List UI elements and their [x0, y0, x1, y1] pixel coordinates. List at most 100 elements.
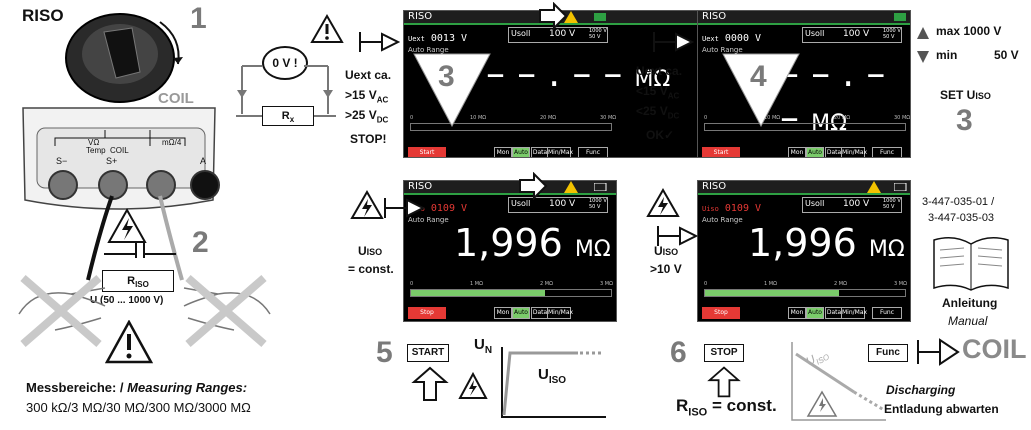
rotary-knob[interactable]	[60, 12, 195, 104]
usoll-opt-min: 50 V	[589, 34, 601, 40]
minmax-softkey[interactable]: Min/Max	[841, 307, 867, 319]
reading-unit: MΩ	[574, 237, 611, 262]
usoll-label: Usoll	[511, 199, 531, 208]
arrow-into-screen-icon	[653, 32, 694, 52]
auto-softkey[interactable]: Auto	[806, 307, 824, 319]
auto-softkey[interactable]: Auto	[512, 307, 530, 319]
uiso-label: Uiso	[702, 205, 719, 213]
bar-scale	[704, 289, 906, 297]
step5-const: = const.	[348, 262, 394, 276]
battery-icon	[894, 183, 907, 191]
mon-softkey[interactable]: Mon	[494, 307, 512, 319]
minmax-softkey[interactable]: Min/Max	[841, 147, 867, 157]
tick-2: 2 MΩ	[834, 281, 847, 287]
status-warning-icon	[564, 11, 578, 23]
min-value: 50 V	[994, 48, 1019, 62]
step6-uiso-sub: ISO	[662, 247, 679, 257]
status-warning-icon	[564, 181, 578, 193]
mon-softkey[interactable]: Mon	[494, 147, 512, 157]
reading-value: 1,996	[748, 221, 857, 265]
down-triangle-icon[interactable]	[916, 50, 930, 64]
cone-pointer-icon	[722, 53, 800, 128]
func-softkey[interactable]: Func	[872, 307, 902, 319]
tick-0: 0	[410, 115, 414, 121]
jack-a[interactable]	[190, 170, 220, 200]
usoll-label: Usoll	[511, 29, 531, 38]
start-softkey[interactable]: Start	[408, 147, 446, 157]
data-softkey[interactable]: Data	[825, 307, 843, 319]
func-button[interactable]: Func	[868, 344, 908, 362]
max-label: max 1000 V	[936, 24, 1002, 38]
un-sub: N	[484, 345, 493, 356]
auto-softkey[interactable]: Auto	[512, 147, 530, 157]
jack-s-minus[interactable]	[48, 170, 78, 200]
riso-resistor-label: R	[127, 275, 136, 287]
bar-fill	[411, 290, 545, 296]
ranges-values: 300 kΩ/3 MΩ/30 MΩ/300 MΩ/3000 MΩ	[26, 400, 251, 415]
start-button[interactable]: START	[407, 344, 449, 362]
un-label: UN	[474, 336, 492, 356]
auto-range: Auto Range	[702, 216, 743, 224]
step4-uext: Uext ca.	[636, 64, 683, 78]
up-triangle-icon[interactable]	[916, 26, 930, 40]
set-uiso-label: SET UISO	[940, 88, 991, 102]
auto-softkey[interactable]: Auto	[806, 147, 824, 157]
stop-button[interactable]: STOP	[704, 344, 744, 362]
step5-uiso-label: U	[358, 244, 367, 258]
flash-arrow-icon	[519, 172, 548, 200]
tick-0: 0	[704, 281, 708, 287]
step5-uiso-sub: ISO	[366, 247, 383, 257]
manual-anleitung: Anleitung	[942, 296, 998, 310]
func-softkey[interactable]: Func	[872, 147, 902, 157]
tick-3: 30 MΩ	[600, 115, 617, 121]
func-softkey[interactable]: Func	[578, 147, 608, 157]
step-number-5: 5	[376, 336, 393, 369]
reading-value: 1,996	[454, 221, 563, 265]
rx-resistor: Rx	[262, 106, 314, 126]
battery-icon	[594, 13, 606, 21]
battery-icon	[594, 183, 607, 191]
uext-readout: Uext 0013 V	[408, 33, 467, 44]
minmax-softkey[interactable]: Min/Max	[547, 307, 573, 319]
step3-stop: STOP!	[350, 132, 387, 146]
hazard-bolt-icon	[646, 188, 680, 217]
uiso-graph-sub: ISO	[548, 375, 567, 386]
hand-right-icon	[183, 274, 271, 348]
step4-ac: <15 VAC	[636, 84, 679, 100]
jack-s-plus[interactable]	[98, 170, 128, 200]
usoll-opt-max: 1000 V	[589, 28, 607, 34]
screen-topbar	[404, 181, 616, 195]
tick-2: 20 MΩ	[540, 115, 557, 121]
start-softkey[interactable]: Start	[702, 147, 740, 157]
step4-dc: <25 VDC	[636, 104, 679, 120]
stop-softkey[interactable]: Stop	[702, 307, 740, 319]
bar-scale	[704, 123, 906, 131]
set-uiso-text: SET U	[940, 88, 976, 102]
voltage-range: U (50 ... 1000 V)	[90, 295, 164, 306]
mon-softkey[interactable]: Mon	[788, 147, 806, 157]
step4-dc-value: <25 V	[636, 104, 668, 118]
rx-circuit	[236, 65, 336, 117]
stop-softkey[interactable]: Stop	[408, 307, 446, 319]
step3-dc-sub: DC	[376, 115, 389, 125]
minmax-softkey[interactable]: Min/Max	[547, 147, 573, 157]
bar-fill	[705, 290, 839, 296]
step4-ac-sub: AC	[667, 91, 680, 101]
set-uiso-step: 3	[956, 104, 973, 137]
mini-label-mohm: mΩ/4	[162, 138, 182, 147]
uiso-graph-text: U	[538, 366, 549, 383]
uext-readout: Uext 0000 V	[702, 33, 761, 44]
screen-topbar	[698, 11, 910, 25]
reading: 1,996 MΩ	[454, 221, 611, 265]
step-number-3: 3	[438, 60, 455, 93]
tick-0: 0	[410, 281, 414, 287]
entladung-label: Entladung abwarten	[884, 402, 999, 416]
mon-softkey[interactable]: Mon	[788, 307, 806, 319]
